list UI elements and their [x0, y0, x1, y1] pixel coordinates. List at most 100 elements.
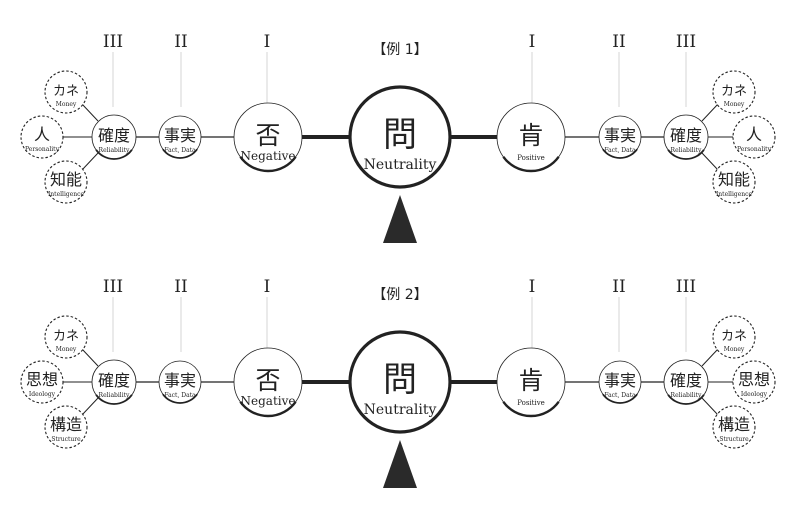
example-title: 【例 1】 — [372, 42, 427, 58]
neutrality-circle — [348, 330, 452, 434]
fact-circle-right-base-arc — [602, 393, 638, 404]
factor-circle-right-2 — [732, 360, 776, 404]
example-title: 【例 2】 — [372, 287, 427, 303]
positive-kanji: 肯 — [518, 366, 543, 395]
reliability-kanji-left: 確度 — [98, 126, 130, 145]
factor-label-left-3: Intelligence — [48, 191, 85, 198]
roman-numeral-three: III — [103, 32, 123, 52]
link-factor-bottom-right — [701, 152, 719, 171]
factor-kanji-left-2: 人 — [34, 125, 50, 144]
negative-kanji: 否 — [255, 121, 280, 150]
reliability-kanji-left: 確度 — [98, 371, 130, 390]
roman-numeral-three: III — [103, 277, 123, 297]
fact-kanji-left: 事実 — [164, 371, 196, 390]
fact-label-right: Fact, Data — [604, 147, 636, 154]
factor-kanji-left-1: カネ — [53, 329, 79, 344]
reliability-label-right: Reliability — [671, 147, 702, 154]
roman-numeral-two: II — [174, 32, 187, 52]
factor-label-right-2: Ideology — [741, 391, 768, 398]
factor-kanji-right-3: 構造 — [718, 415, 750, 434]
link-factor-bottom-left — [81, 152, 99, 171]
factor-label-right-1: Money — [724, 101, 745, 108]
factor-label-right-2: Personality — [737, 146, 772, 153]
factor-circle-left-3 — [44, 160, 88, 204]
fulcrum-triangle — [383, 440, 417, 488]
positive-circle-base-arc — [502, 401, 560, 418]
roman-numeral-two: II — [174, 277, 187, 297]
fulcrum-triangle — [383, 195, 417, 243]
factor-kanji-right-2: 思想 — [738, 370, 770, 389]
reliability-kanji-right: 確度 — [670, 126, 702, 145]
factor-label-left-1: Money — [56, 101, 77, 108]
link-factor-bottom-left — [81, 397, 99, 416]
factor-kanji-left-2: 思想 — [26, 370, 58, 389]
negative-circle-base-arc — [239, 401, 297, 418]
reliability-circle-right-base-arc — [667, 394, 705, 405]
negative-label: Negative — [241, 149, 296, 163]
neutrality-label: Neutrality — [364, 402, 437, 418]
reliability-label-right: Reliability — [671, 392, 702, 399]
fact-circle-left-base-arc — [162, 393, 198, 404]
link-money-left — [81, 103, 99, 122]
factor-kanji-left-3: 知能 — [50, 170, 82, 189]
factor-kanji-left-1: カネ — [53, 84, 79, 99]
factor-circle-right-3 — [712, 405, 756, 449]
fact-label-right: Fact, Data — [604, 392, 636, 399]
factor-label-left-2: Ideology — [29, 391, 56, 398]
fact-kanji-right: 事実 — [604, 371, 636, 390]
negative-circle-base-arc — [239, 156, 297, 173]
positive-label: Positive — [517, 399, 545, 407]
roman-numeral-two: II — [612, 32, 625, 52]
roman-numeral-three: III — [676, 277, 696, 297]
factor-label-left-1: Money — [56, 346, 77, 353]
neutrality-circle — [348, 85, 452, 189]
neutrality-label: Neutrality — [364, 157, 437, 173]
factor-circle-right-1 — [712, 315, 756, 359]
factor-label-right-1: Money — [724, 346, 745, 353]
roman-numeral-three: III — [676, 32, 696, 52]
reliability-circle-left-base-arc — [95, 394, 133, 405]
link-money-right — [701, 103, 719, 122]
reliability-kanji-right: 確度 — [670, 371, 702, 390]
fact-circle-left-base-arc — [162, 148, 198, 159]
negative-kanji: 否 — [255, 366, 280, 395]
fact-label-left: Fact, Data — [164, 392, 196, 399]
factor-label-left-2: Personality — [25, 146, 60, 153]
roman-numeral-one: I — [529, 277, 536, 297]
factor-kanji-left-3: 構造 — [50, 415, 82, 434]
positive-label: Positive — [517, 154, 545, 162]
positive-kanji: 肯 — [518, 121, 543, 150]
factor-kanji-right-1: カネ — [721, 84, 747, 99]
factor-circle-left-2 — [20, 115, 64, 159]
reliability-circle-right-base-arc — [667, 149, 705, 160]
link-money-right — [701, 348, 719, 367]
neutrality-kanji: 問 — [383, 360, 417, 400]
factor-label-right-3: Intelligence — [716, 191, 753, 198]
factor-kanji-right-3: 知能 — [718, 170, 750, 189]
reliability-circle-left-base-arc — [95, 149, 133, 160]
factor-circle-right-2 — [732, 115, 776, 159]
factor-label-right-3: Structure — [719, 436, 749, 443]
factor-label-left-3: Structure — [51, 436, 81, 443]
neutrality-kanji: 問 — [383, 115, 417, 155]
factor-circle-right-3 — [712, 160, 756, 204]
roman-numeral-one: I — [529, 32, 536, 52]
fact-circle-right-base-arc — [602, 148, 638, 159]
factor-circle-left-1 — [44, 315, 88, 359]
fact-label-left: Fact, Data — [164, 147, 196, 154]
fact-kanji-left: 事実 — [164, 126, 196, 145]
factor-circle-left-1 — [44, 70, 88, 114]
factor-kanji-right-1: カネ — [721, 329, 747, 344]
factor-circle-right-1 — [712, 70, 756, 114]
fact-kanji-right: 事実 — [604, 126, 636, 145]
reliability-label-left: Reliability — [99, 147, 130, 154]
factor-circle-left-2 — [20, 360, 64, 404]
factor-kanji-right-2: 人 — [746, 125, 762, 144]
roman-numeral-one: I — [264, 277, 271, 297]
negative-label: Negative — [241, 394, 296, 408]
link-money-left — [81, 348, 99, 367]
roman-numeral-one: I — [264, 32, 271, 52]
